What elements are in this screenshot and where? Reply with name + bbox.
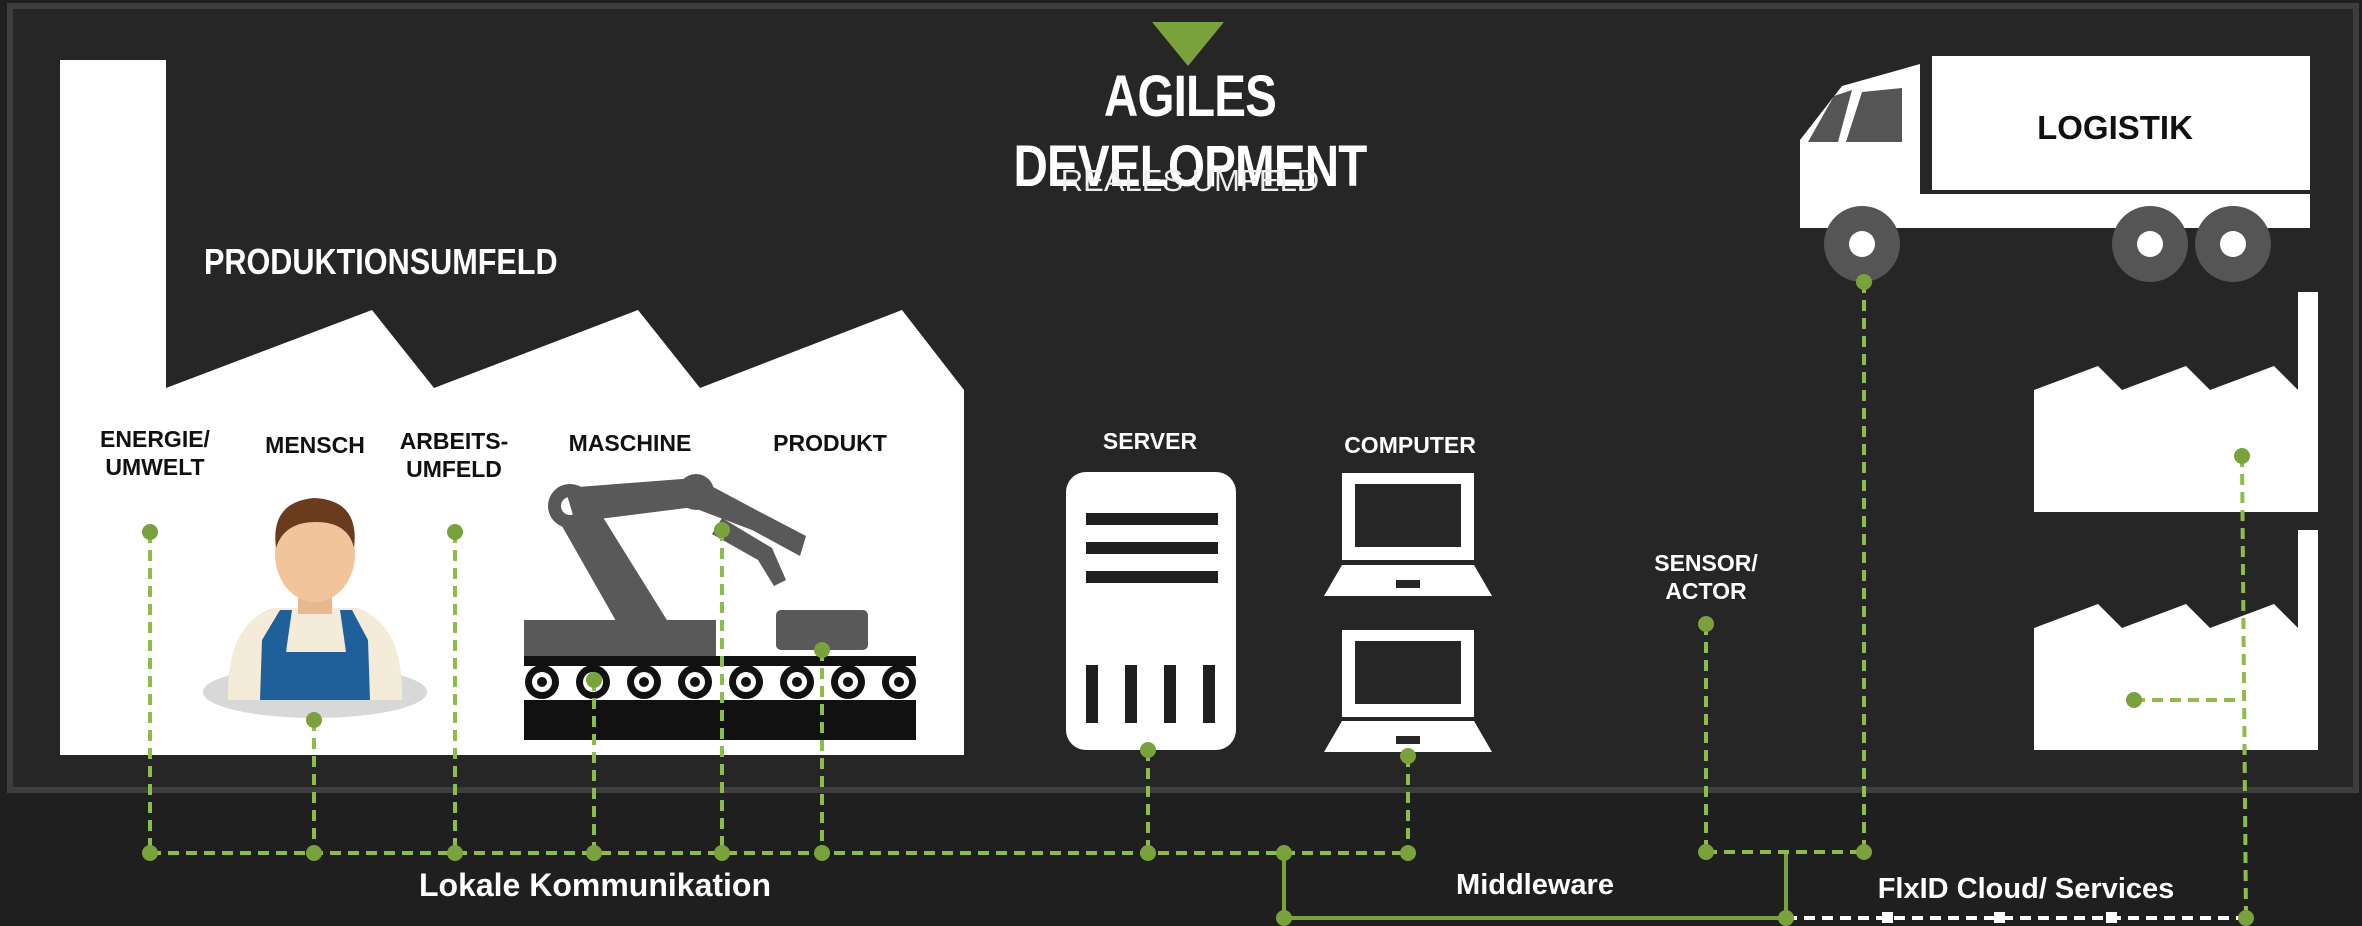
- label-computer: COMPUTER: [1344, 432, 1476, 458]
- product-box-icon: [776, 610, 868, 650]
- label-server: SERVER: [1102, 428, 1198, 454]
- label-middleware: Middleware: [1456, 869, 1614, 901]
- label-logistik: LOGISTIK: [2037, 109, 2193, 146]
- truck-icon: [1800, 56, 2310, 282]
- triangle-marker-icon: [1152, 22, 1224, 66]
- subtitle: REALES UMFELD: [1060, 163, 1320, 198]
- conveyor-roller-hub: [843, 677, 853, 687]
- conveyor-roller-hub: [741, 677, 751, 687]
- conveyor-roller-hub: [690, 677, 700, 687]
- production-title: PRODUKTIONSUMFELD: [204, 241, 558, 282]
- label-maschine: MASCHINE: [568, 430, 692, 456]
- connection-lines: [148, 282, 2248, 920]
- conveyor-roller-hub: [639, 677, 649, 687]
- server-icon: [1066, 472, 1236, 750]
- laptop-icon-2: [1324, 630, 1492, 752]
- laptop-icon-1: [1324, 473, 1492, 596]
- label-arbeitsumfeld: ARBEITS- UMFELD: [399, 428, 509, 482]
- worker-icon: [203, 498, 427, 718]
- label-cloud-services: FlxID Cloud/ Services: [1877, 873, 2175, 905]
- connection-nodes: [142, 274, 2254, 926]
- robot-arm-icon: [524, 474, 806, 658]
- label-local-communication: Lokale Kommunikation: [418, 867, 772, 903]
- remote-factory-icon-2: [2034, 530, 2318, 750]
- conveyor-roller-hub: [894, 677, 904, 687]
- main-title: AGILES DEVELOPMENT: [1013, 64, 1367, 199]
- label-mensch: MENSCH: [265, 432, 365, 458]
- conveyor-roller-hub: [537, 677, 547, 687]
- label-produkt: PRODUKT: [773, 430, 887, 456]
- conveyor-roller-hub: [792, 677, 802, 687]
- label-sensor-actor: SENSOR/ ACTOR: [1654, 550, 1758, 604]
- label-energie: ENERGIE/ UMWELT: [100, 426, 210, 480]
- cloud-nodes: [1882, 912, 2117, 923]
